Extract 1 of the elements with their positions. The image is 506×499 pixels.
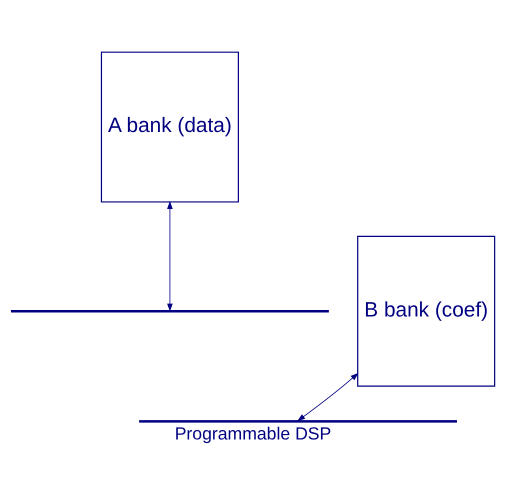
caption: Programmable DSP (174, 422, 332, 443)
